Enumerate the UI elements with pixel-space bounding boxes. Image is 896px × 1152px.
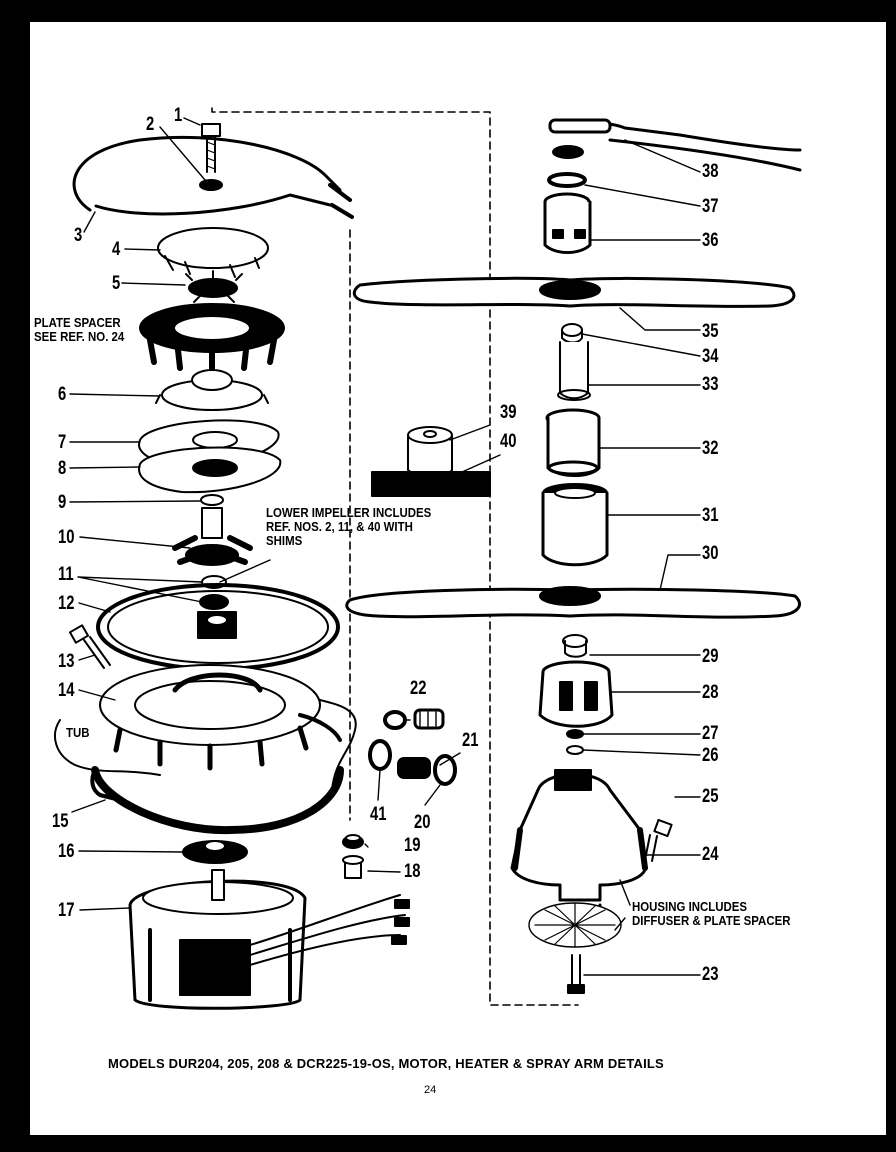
diffuser — [528, 902, 622, 948]
callout-28: 28 — [702, 682, 719, 703]
part-39-magnet — [407, 426, 453, 479]
callout-10: 10 — [58, 527, 75, 548]
part-28-housing — [538, 660, 614, 728]
part-29-nut — [562, 634, 588, 658]
callout-14: 14 — [58, 680, 75, 701]
part-22-hose — [413, 708, 445, 730]
callout-27: 27 — [702, 723, 719, 744]
part-5-impeller — [185, 270, 243, 303]
part-13-screw — [68, 624, 111, 669]
callout-2: 2 — [146, 114, 155, 135]
plate-spacer — [139, 303, 285, 371]
callout-20: 20 — [414, 812, 431, 833]
part-23-bolt — [567, 954, 585, 994]
part-34-nut — [561, 323, 583, 344]
part-35-upper-spray-arm — [352, 276, 796, 308]
page-number: 24 — [424, 1084, 437, 1096]
part-26-washer — [566, 745, 584, 755]
part-40-shim — [371, 471, 491, 497]
callout-13: 13 — [58, 651, 75, 672]
leader-lines — [69, 117, 701, 976]
callout-9: 9 — [58, 492, 67, 513]
part-6-pump-cover — [155, 369, 269, 411]
callout-18: 18 — [404, 861, 421, 882]
callout-21: 21 — [462, 730, 479, 751]
callout-16: 16 — [58, 841, 75, 862]
callout-8: 8 — [58, 458, 67, 479]
part-31-tube — [541, 483, 609, 567]
callout-41: 41 — [370, 804, 387, 825]
part-3-heater — [72, 135, 354, 219]
part-27-washer — [566, 729, 584, 739]
callout-37: 37 — [702, 196, 719, 217]
callout-34: 34 — [702, 346, 719, 367]
plate-spacer-note-line-1: PLATE SPACER — [34, 315, 121, 330]
part-33-tube — [557, 341, 591, 401]
callout-31: 31 — [702, 505, 719, 526]
part-20-clamp — [433, 754, 457, 786]
callout-33: 33 — [702, 374, 719, 395]
callout-3: 3 — [74, 225, 83, 246]
part-32-tube — [545, 408, 601, 477]
part-17-motor — [128, 869, 410, 1010]
callout-24: 24 — [702, 844, 719, 865]
callout-1: 1 — [174, 105, 183, 126]
callout-25: 25 — [702, 786, 719, 807]
callout-22: 22 — [410, 678, 427, 699]
callout-40: 40 — [500, 431, 517, 452]
part-15-bracket — [90, 766, 344, 835]
lower-impeller-note-line-3: SHIMS — [266, 533, 303, 548]
callout-26: 26 — [702, 745, 719, 766]
housing-note: HOUSING INCLUDES DIFFUSER & PLATE SPACER — [632, 900, 790, 928]
housing-note-line-2: DIFFUSER & PLATE SPACER — [632, 913, 791, 928]
part-22-clamp — [383, 710, 407, 730]
callout-12: 12 — [58, 593, 75, 614]
part-4-cover — [157, 227, 269, 278]
callout-36: 36 — [702, 230, 719, 251]
part-19-grommet — [342, 834, 364, 849]
housing-note-line-1: HOUSING INCLUDES — [632, 899, 748, 914]
callout-38: 38 — [702, 161, 719, 182]
part-38-inlet — [548, 118, 802, 172]
assembly-dashed-path — [211, 107, 579, 1006]
callout-29: 29 — [702, 646, 719, 667]
part-24-pump-housing — [510, 769, 648, 927]
tub-label: TUB — [66, 725, 90, 740]
callout-11: 11 — [58, 564, 74, 585]
callout-23: 23 — [702, 964, 719, 985]
part-37-gasket — [547, 172, 587, 188]
callout-15: 15 — [52, 811, 69, 832]
lower-impeller-note-line-2: REF. NOS. 2, 11, & 40 WITH — [266, 519, 413, 534]
callout-4: 4 — [112, 239, 121, 260]
diagram-caption: MODELS DUR204, 205, 208 & DCR225-19-OS, … — [108, 1056, 664, 1071]
part-16-seal — [182, 840, 248, 864]
part-9-shim — [200, 494, 224, 506]
part-1-bolt — [201, 123, 221, 173]
callout-32: 32 — [702, 438, 719, 459]
plate-spacer-note: PLATE SPACER SEE REF. NO. 24 — [34, 316, 124, 344]
callout-7: 7 — [58, 432, 67, 453]
part-21-hose — [397, 757, 431, 779]
part-14-sump-housing — [99, 664, 342, 771]
part-10-lower-impeller — [172, 507, 253, 566]
callout-39: 39 — [500, 402, 517, 423]
part-30-lower-spray-arm — [345, 586, 801, 619]
callout-19: 19 — [404, 835, 421, 856]
callout-35: 35 — [702, 321, 719, 342]
part-2-washer — [199, 179, 223, 191]
lower-impeller-note-line-1: LOWER IMPELLER INCLUDES — [266, 505, 432, 520]
part-8-plate — [138, 446, 282, 494]
part-41-clamp — [368, 739, 392, 771]
plate-spacer-note-line-2: SEE REF. NO. 24 — [34, 329, 125, 344]
part-18-plug — [342, 855, 364, 879]
callout-6: 6 — [58, 384, 67, 405]
callout-17: 17 — [58, 900, 75, 921]
lower-impeller-note: LOWER IMPELLER INCLUDES REF. NOS. 2, 11,… — [266, 506, 431, 548]
part-36-bearing — [543, 192, 592, 254]
callout-30: 30 — [702, 543, 719, 564]
callout-5: 5 — [112, 273, 121, 294]
